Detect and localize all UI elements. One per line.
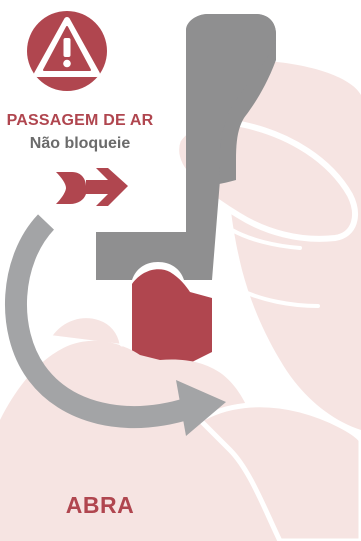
airflow-arrow <box>56 168 128 206</box>
warning-subtitle: Não bloqueie <box>0 135 160 153</box>
warning-title: PASSAGEM DE AR <box>0 112 160 130</box>
warning-triangle-icon <box>27 11 107 91</box>
step-label: ABRA <box>30 492 170 519</box>
